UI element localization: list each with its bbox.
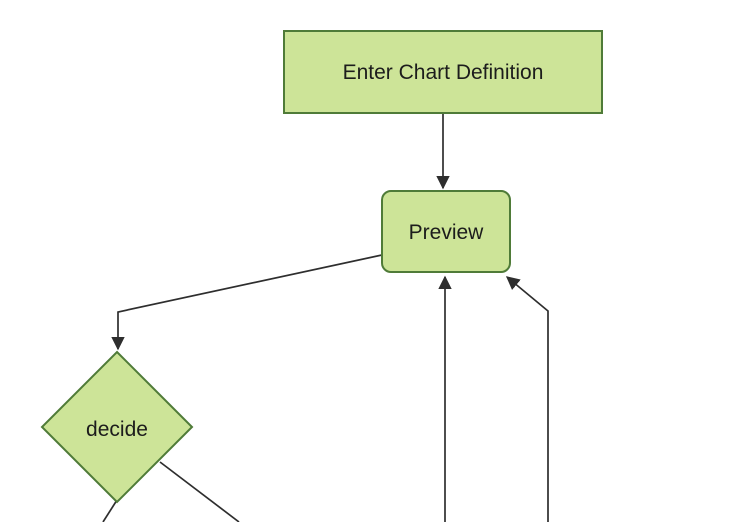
edge-preview-to-decide — [111, 254, 383, 351]
enter-chart-definition-rectangle — [283, 30, 603, 114]
enter-chart-definition-label: Enter Chart Definition — [343, 61, 544, 84]
node-decide: decide — [40, 350, 194, 504]
node-enter-chart-definition: Enter Chart Definition — [283, 30, 603, 114]
edge-bottom-right-to-preview — [505, 276, 549, 522]
decide-diamond — [40, 350, 194, 504]
node-preview: Preview — [381, 190, 511, 273]
preview-rounded-rectangle — [381, 190, 511, 273]
decide-label: decide — [86, 418, 148, 441]
edge-decide-to-offscreen-bottom-left — [102, 499, 118, 522]
edge-decide-to-offscreen-bottom-right — [159, 461, 240, 522]
preview-label: Preview — [409, 221, 485, 244]
